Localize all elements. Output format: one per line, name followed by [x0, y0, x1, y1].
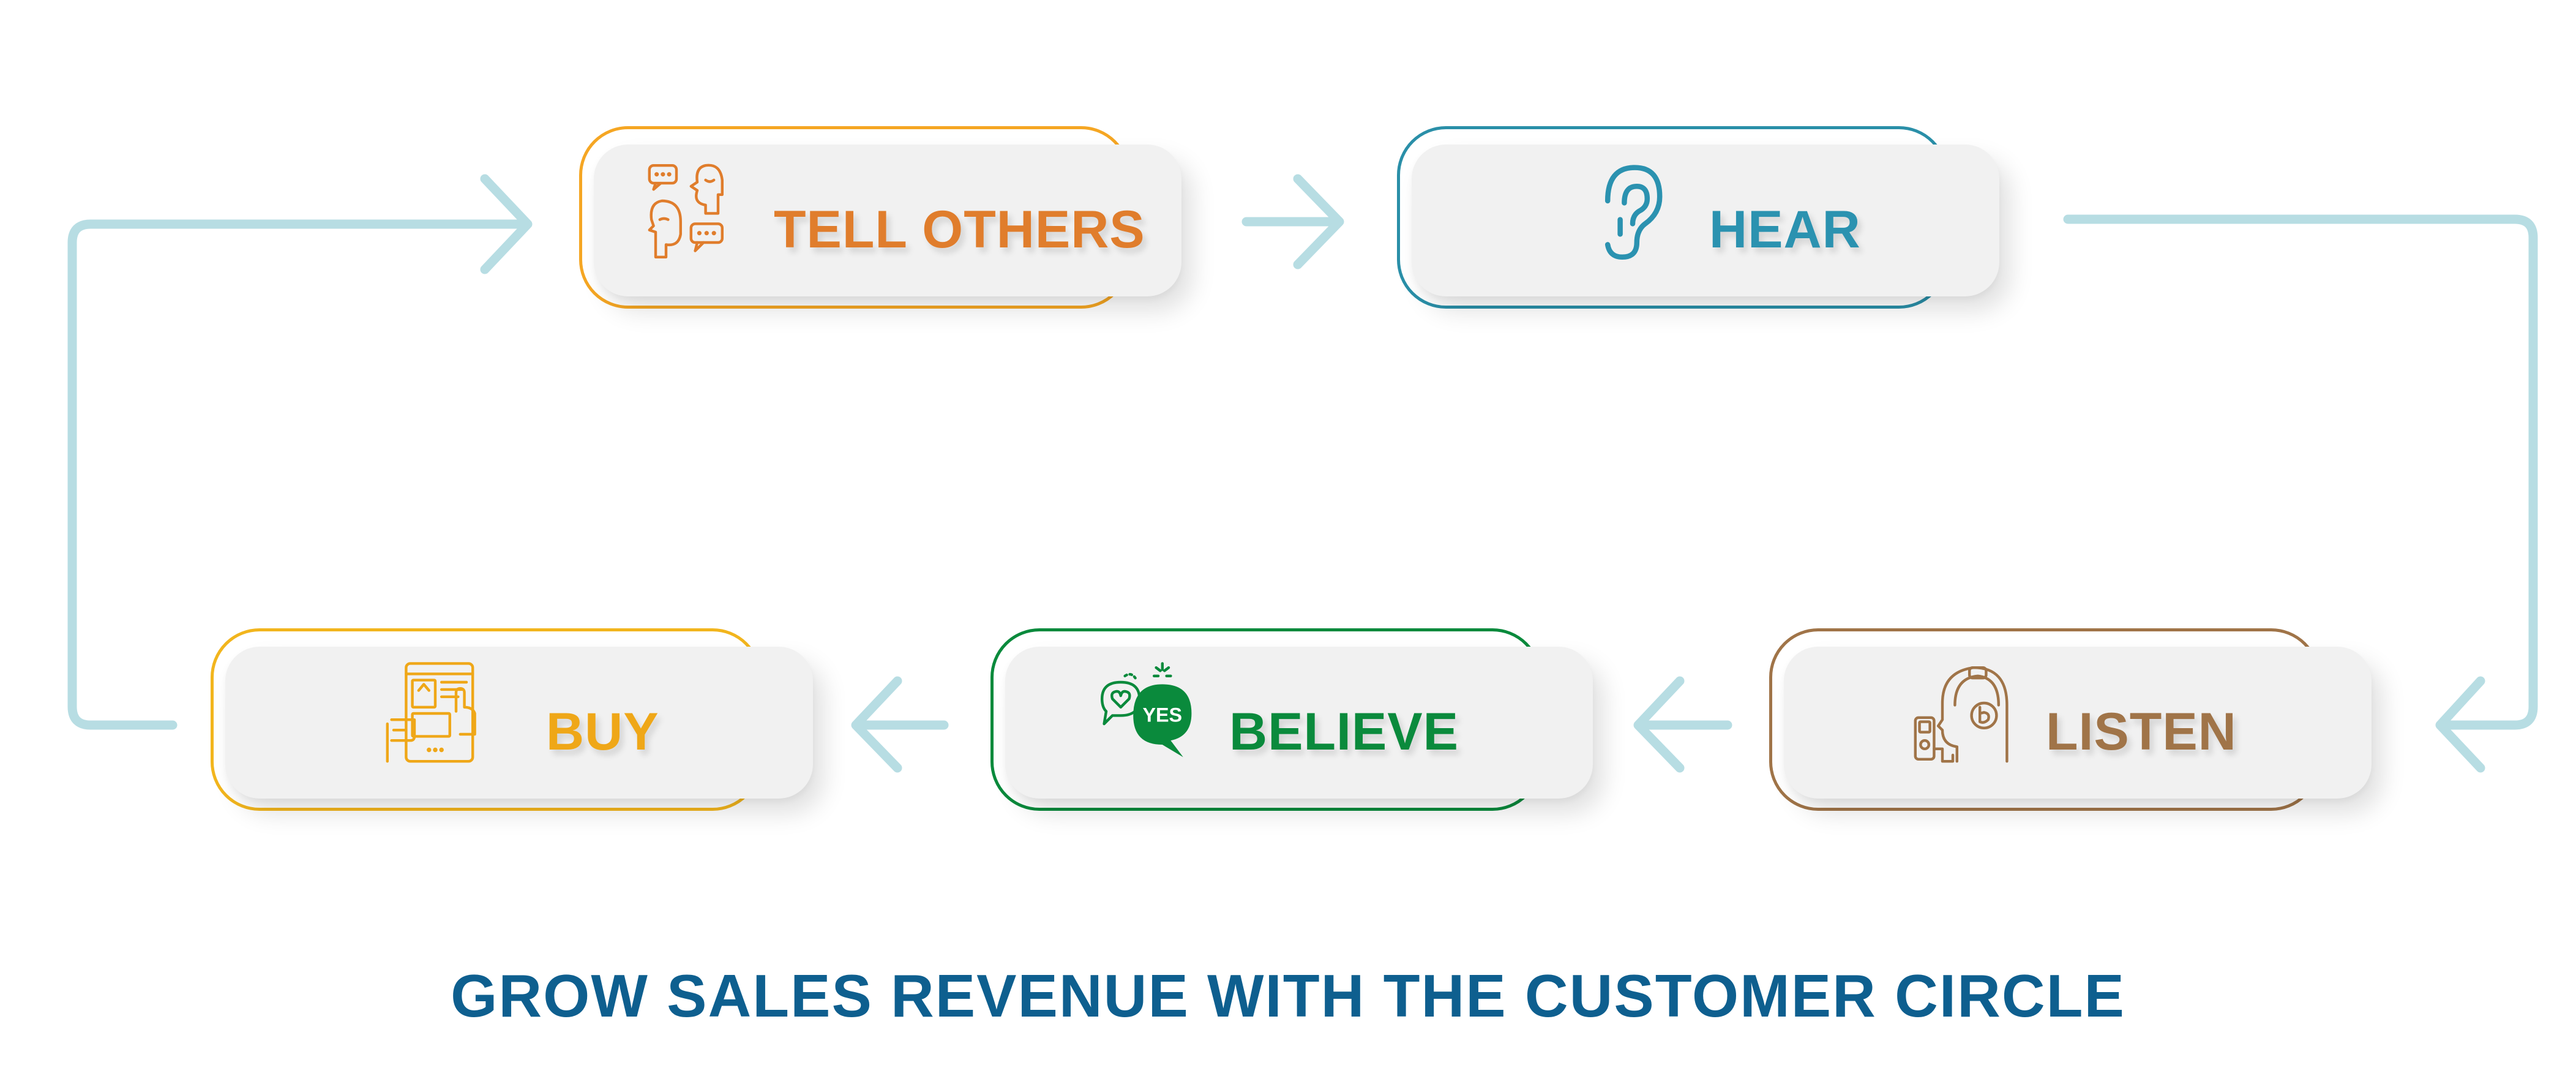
arrow-head-listen [2435, 676, 2485, 773]
step-tell-others: TELL OTHERS [579, 126, 1181, 309]
step-label: BUY [546, 702, 659, 761]
step-card [1412, 145, 1999, 296]
headphones-icon [1914, 666, 2009, 763]
yes-bubble [1133, 684, 1192, 758]
arrow-head-tell-others [480, 174, 533, 274]
step-label: LISTEN [2046, 702, 2237, 761]
step-card [594, 145, 1181, 296]
shopping-screen-icon [386, 662, 476, 763]
step-card [225, 647, 813, 799]
step-label: BELIEVE [1229, 702, 1459, 761]
step-buy: BUY [211, 628, 813, 811]
step-label: HEAR [1709, 200, 1861, 259]
yes-bubble-text: YES [1142, 704, 1182, 726]
yes-speech-bubble-icon: YES [1100, 662, 1192, 758]
diagram-title: GROW SALES REVENUE WITH THE CUSTOMER CIR… [451, 962, 2125, 1029]
step-hear: HEAR [1397, 126, 1999, 309]
arrow-hear-to-listen [2063, 214, 2538, 730]
step-believe: YES BELIEVE [990, 628, 1593, 811]
step-label: TELL OTHERS [774, 200, 1145, 259]
ear-icon [1604, 165, 1663, 260]
arrow-head-believe [1633, 676, 1685, 773]
step-listen: LISTEN [1769, 628, 2372, 811]
arrow-head-buy [851, 676, 902, 773]
arrow-buy-to-tell-others [67, 219, 530, 730]
step-card [1784, 647, 2372, 799]
conversation-icon [648, 164, 724, 259]
arrow-head-hear [1293, 174, 1344, 269]
